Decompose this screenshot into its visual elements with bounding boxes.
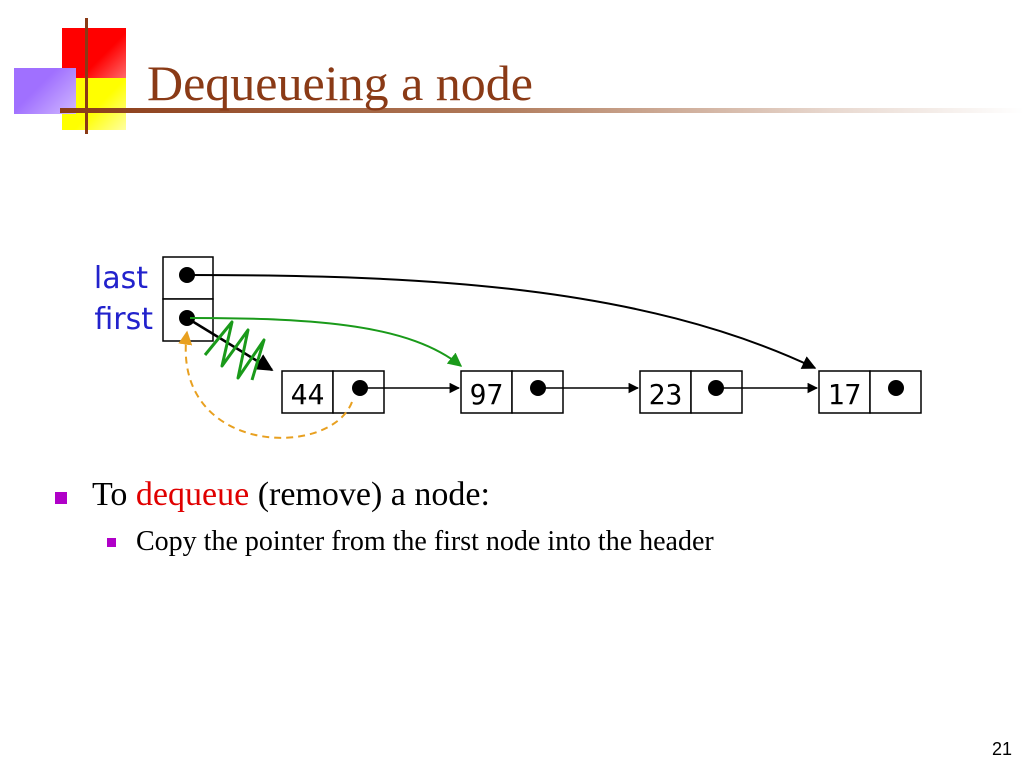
sub-bullet-marker (107, 538, 116, 547)
bullet-emphasis: dequeue (135, 476, 250, 513)
node-17-value-cell (818, 370, 871, 414)
new-first-pointer-arrow (189, 317, 463, 367)
bullet-item: To dequeue (remove) a node: (55, 476, 714, 514)
logo-vertical-line (85, 18, 88, 134)
node-17-pointer-dot (888, 380, 904, 396)
sub-bullet-item: Copy the pointer from the first node int… (107, 526, 714, 558)
last-pointer-arrow (186, 274, 817, 369)
header-label-first: first (94, 302, 153, 337)
node-23-value-cell (639, 370, 692, 414)
slide-title: Dequeueing a node (147, 55, 533, 111)
logo-purple-square (14, 68, 76, 114)
bullet-marker (55, 492, 67, 504)
header-cell-last (162, 256, 214, 300)
crossout-scribble (203, 320, 266, 381)
node-44-value: 44 (291, 378, 325, 411)
header-label-last: last (94, 261, 148, 296)
title-underline (60, 108, 1024, 113)
sub-bullet-text: Copy the pointer from the first node int… (136, 526, 714, 557)
node-44-value-cell (281, 370, 334, 414)
node-17-value: 17 (828, 378, 862, 411)
node-23-value: 23 (649, 378, 683, 411)
bullet-list: To dequeue (remove) a node: Copy the poi… (55, 476, 714, 558)
page-number: 21 (991, 739, 1012, 759)
bullet-text: To dequeue (remove) a node: (92, 476, 490, 513)
node-97-value: 97 (470, 378, 504, 411)
bullet-suffix: (remove) a node: (249, 476, 490, 513)
node-97-value-cell (460, 370, 513, 414)
copy-pointer-arrow (178, 330, 353, 439)
bullet-prefix: To (92, 476, 136, 513)
